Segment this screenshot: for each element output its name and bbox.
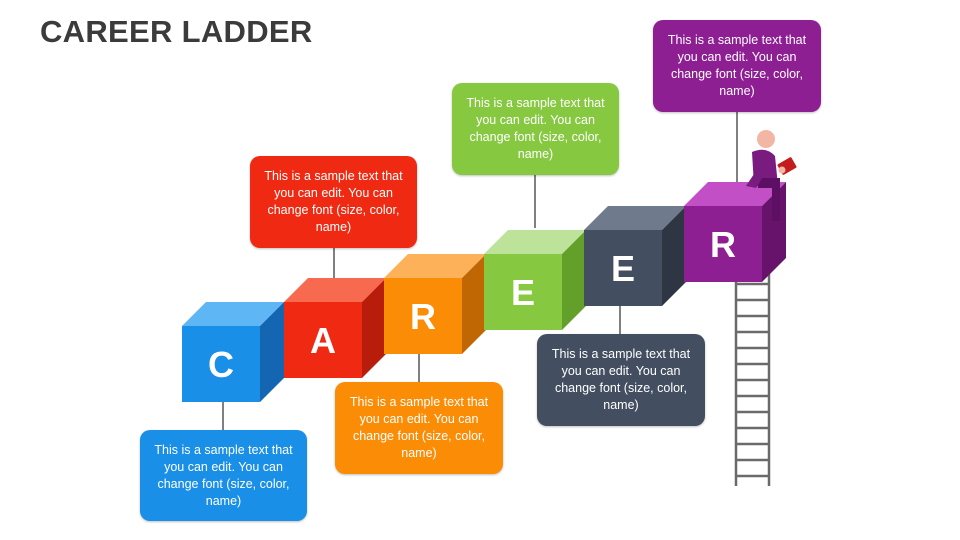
block-r2-letter: R <box>710 224 736 265</box>
callout-c-text: This is a sample text that you can edit.… <box>150 442 297 510</box>
block-r: R <box>384 254 486 354</box>
block-e2-letter: E <box>611 248 635 289</box>
block-a-letter: A <box>310 320 336 361</box>
block-r2: R <box>684 182 786 282</box>
callout-e2-text: This is a sample text that you can edit.… <box>547 346 695 414</box>
block-e1: E <box>484 230 586 330</box>
block-r-letter: R <box>410 296 436 337</box>
block-c-letter: C <box>208 344 234 385</box>
callout-r-text: This is a sample text that you can edit.… <box>345 394 493 462</box>
callout-r2-text: This is a sample text that you can edit.… <box>663 32 811 100</box>
block-c: C <box>182 302 284 402</box>
block-e2: E <box>584 206 686 306</box>
block-a: A <box>284 278 386 378</box>
callout-c[interactable]: This is a sample text that you can edit.… <box>140 430 307 521</box>
callout-r2[interactable]: This is a sample text that you can edit.… <box>653 20 821 112</box>
callout-a[interactable]: This is a sample text that you can edit.… <box>250 156 417 248</box>
callout-e1-text: This is a sample text that you can edit.… <box>462 95 609 163</box>
callout-r[interactable]: This is a sample text that you can edit.… <box>335 382 503 474</box>
callout-a-text: This is a sample text that you can edit.… <box>260 168 407 236</box>
block-e1-letter: E <box>511 272 535 313</box>
callout-e2[interactable]: This is a sample text that you can edit.… <box>537 334 705 426</box>
callout-e1[interactable]: This is a sample text that you can edit.… <box>452 83 619 175</box>
